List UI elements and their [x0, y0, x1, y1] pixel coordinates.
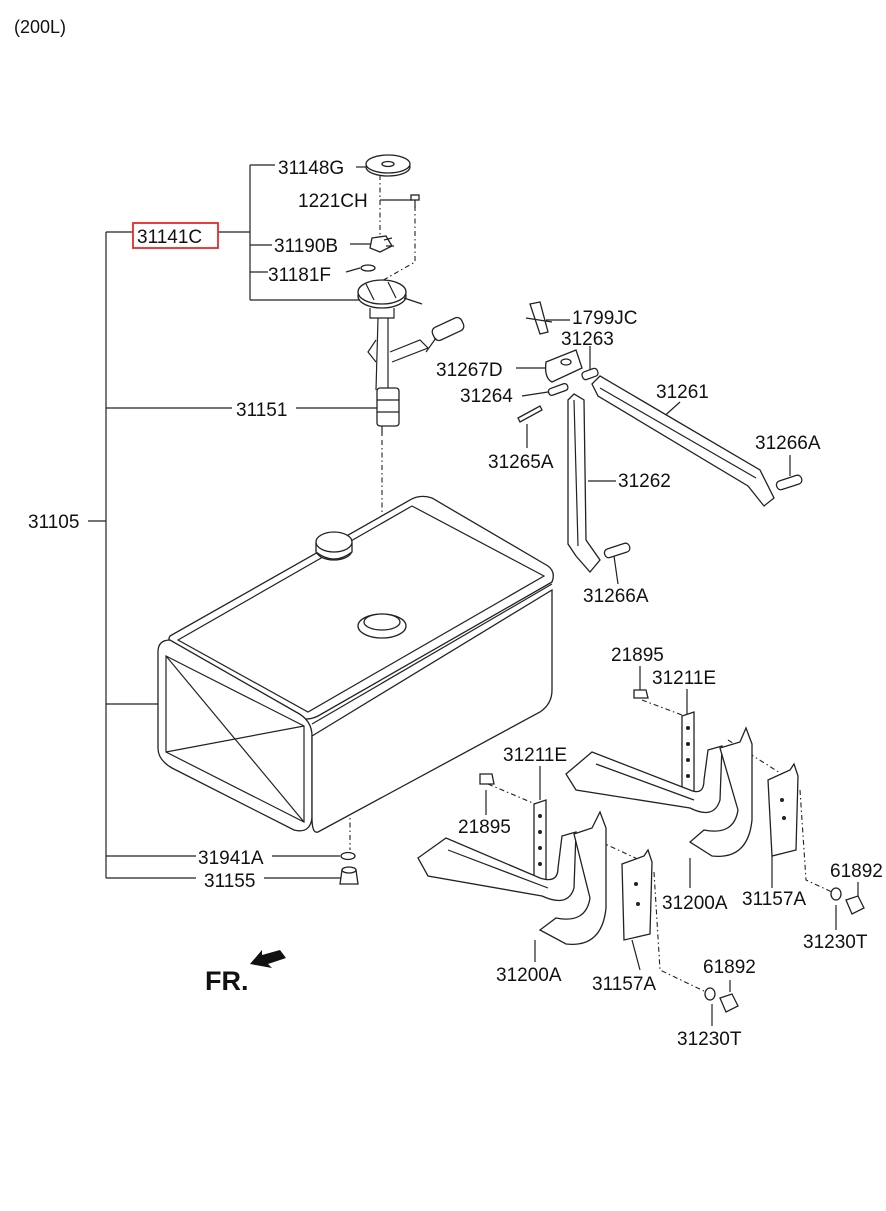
label-31266A-lower: 31266A — [583, 586, 649, 607]
diagram-caption: (200L) — [14, 17, 66, 37]
label-31155: 31155 — [204, 871, 255, 892]
drain-gasket-31941A — [340, 851, 356, 861]
label-31181F: 31181F — [268, 265, 331, 286]
front-direction-indicator: FR. — [205, 950, 286, 996]
sender-flange — [357, 279, 423, 319]
sender-opening — [357, 613, 407, 639]
label-31148G: 31148G — [278, 158, 344, 179]
fuel-sender-assembly — [357, 154, 465, 436]
leader-lines — [88, 164, 859, 1026]
label-31230T-left: 31230T — [677, 1029, 742, 1050]
label-61892-left: 61892 — [703, 957, 756, 978]
label-31941A: 31941A — [198, 848, 264, 869]
sender-unit-31151 — [376, 387, 400, 436]
o-ring-31181F — [360, 264, 376, 272]
label-1799JC: 1799JC — [572, 308, 638, 329]
label-61892-right: 61892 — [830, 861, 883, 882]
label-31141C: 31141C — [137, 227, 202, 248]
label-31262: 31262 — [618, 471, 671, 492]
label-31157A-left: 31157A — [592, 974, 656, 995]
sender-tube — [367, 316, 465, 391]
assembly-dash-lines — [349, 175, 833, 993]
tank-strap-assembly — [517, 301, 803, 574]
label-31230T-right: 31230T — [803, 932, 868, 953]
label-31105: 31105 — [28, 512, 79, 533]
label-31266A-upper: 31266A — [755, 433, 821, 454]
label-31264: 31264 — [460, 386, 513, 407]
screw-1221CH — [410, 194, 420, 208]
front-direction-label: FR. — [205, 966, 249, 996]
label-21895-right: 21895 — [611, 645, 664, 666]
right-bracket-set — [565, 689, 865, 915]
drain-plug-31155 — [339, 866, 359, 885]
label-31263: 31263 — [561, 329, 614, 350]
highlight-box-31141C — [132, 222, 219, 249]
label-31211E-right: 31211E — [652, 668, 716, 689]
label-31200A-right: 31200A — [662, 893, 728, 914]
filler-cap — [315, 531, 353, 561]
label-31267D: 31267D — [436, 360, 503, 381]
sender-cap-31148G — [365, 154, 411, 177]
label-31151: 31151 — [236, 400, 287, 421]
fuel-tank-31105 — [157, 495, 554, 833]
label-31211E-left: 31211E — [503, 745, 567, 766]
label-31261: 31261 — [656, 382, 709, 403]
label-1221CH: 1221CH — [298, 191, 368, 212]
clamp-31190B — [369, 235, 394, 253]
label-31265A: 31265A — [488, 452, 554, 473]
left-bracket-set — [417, 773, 739, 1013]
label-31200A-left: 31200A — [496, 965, 562, 986]
label-31157A-right: 31157A — [742, 889, 806, 910]
part-labels: 31148G 1221CH 31141C 31190B 31181F 1799J… — [28, 158, 883, 1050]
label-21895-left: 21895 — [458, 817, 511, 838]
front-arrow-icon — [250, 950, 286, 968]
label-31190B: 31190B — [274, 236, 338, 257]
